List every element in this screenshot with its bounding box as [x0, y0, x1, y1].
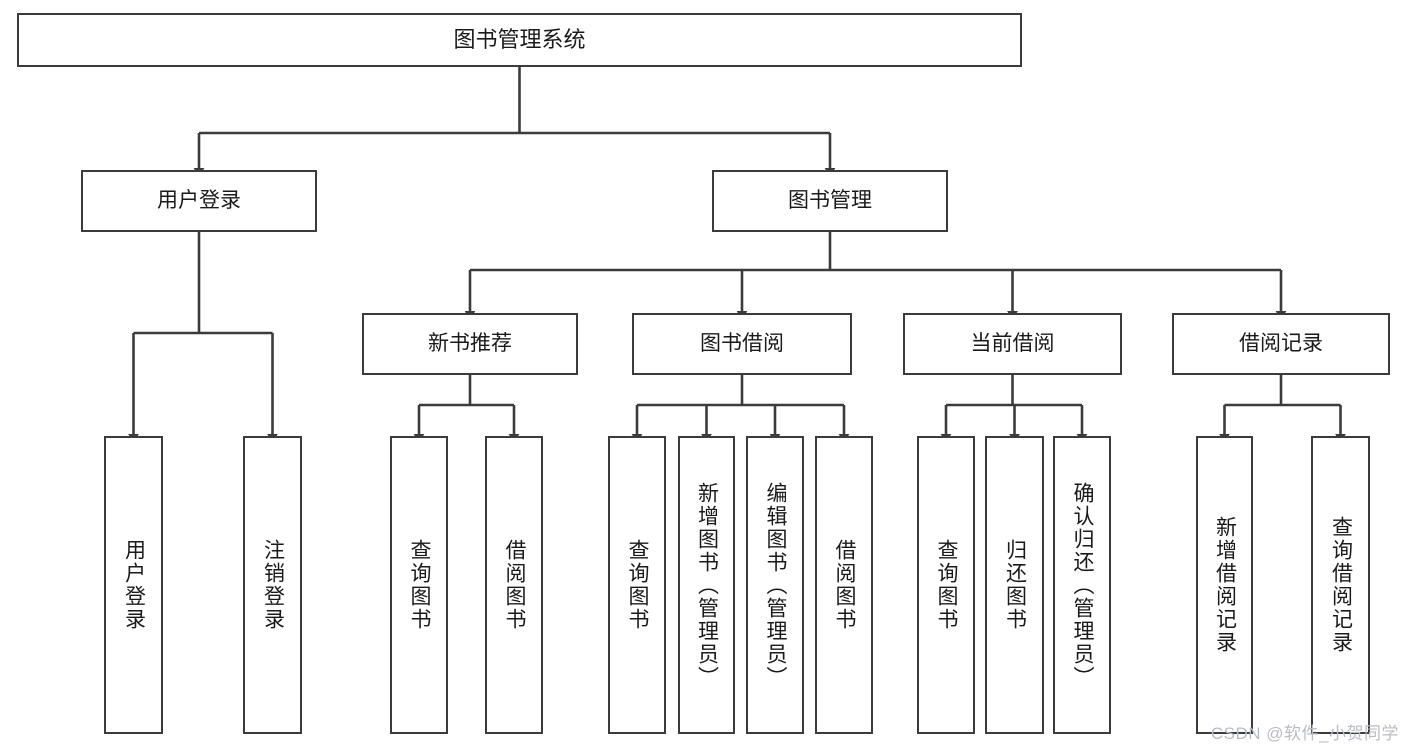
- node-leaf-confirm-return[interactable]: 确认归还（管理员）: [1053, 436, 1111, 734]
- watermark: CSDN @软件_小贺同学: [1210, 724, 1399, 743]
- node-label: 编辑图书（管理员）: [764, 481, 788, 689]
- node-label: 图书管理系统: [453, 26, 586, 52]
- node-label: 图书借阅: [700, 332, 784, 356]
- node-label: 图书管理: [788, 189, 872, 213]
- node-leaf-query-book-3[interactable]: 查询图书: [917, 436, 975, 734]
- node-label: 归还图书: [1003, 539, 1027, 631]
- node-current-borrow[interactable]: 当前借阅: [903, 313, 1122, 375]
- node-label: 新书推荐: [428, 332, 512, 356]
- node-leaf-user-login[interactable]: 用户登录: [104, 436, 163, 734]
- node-leaf-edit-book[interactable]: 编辑图书（管理员）: [746, 436, 804, 734]
- node-label: 查询图书: [626, 539, 650, 631]
- node-leaf-query-book-1[interactable]: 查询图书: [390, 436, 448, 734]
- node-label: 当前借阅: [970, 332, 1055, 356]
- node-label: 用户登录: [157, 189, 241, 213]
- node-leaf-borrow-book-2[interactable]: 借阅图书: [815, 436, 873, 734]
- node-leaf-add-record[interactable]: 新增借阅记录: [1196, 436, 1253, 734]
- node-leaf-return-book[interactable]: 归还图书: [985, 436, 1044, 734]
- node-label: 查询借阅记录: [1329, 516, 1353, 654]
- node-borrow-record[interactable]: 借阅记录: [1172, 313, 1390, 375]
- node-new-book-rec[interactable]: 新书推荐: [362, 313, 578, 375]
- node-label: 借阅图书: [833, 539, 857, 631]
- node-leaf-user-logout[interactable]: 注销登录: [243, 436, 302, 734]
- node-leaf-borrow-book-1[interactable]: 借阅图书: [485, 436, 543, 734]
- node-label: 确认归还（管理员）: [1071, 481, 1095, 689]
- node-label: 借阅图书: [503, 539, 527, 631]
- node-leaf-add-book[interactable]: 新增图书（管理员）: [678, 436, 735, 734]
- node-label: 新增借阅记录: [1213, 516, 1237, 654]
- node-user-login[interactable]: 用户登录: [81, 170, 317, 232]
- node-leaf-query-record[interactable]: 查询借阅记录: [1311, 436, 1370, 734]
- node-root[interactable]: 图书管理系统: [17, 13, 1022, 67]
- node-label: 查询图书: [408, 539, 432, 631]
- node-label: 注销登录: [261, 539, 285, 631]
- node-label: 查询图书: [935, 539, 959, 631]
- node-book-manage[interactable]: 图书管理: [712, 170, 948, 232]
- node-leaf-query-book-2[interactable]: 查询图书: [608, 436, 666, 734]
- node-label: 新增图书（管理员）: [695, 481, 719, 689]
- node-label: 借阅记录: [1239, 332, 1323, 356]
- node-label: 用户登录: [122, 539, 146, 631]
- node-book-borrow[interactable]: 图书借阅: [632, 313, 852, 375]
